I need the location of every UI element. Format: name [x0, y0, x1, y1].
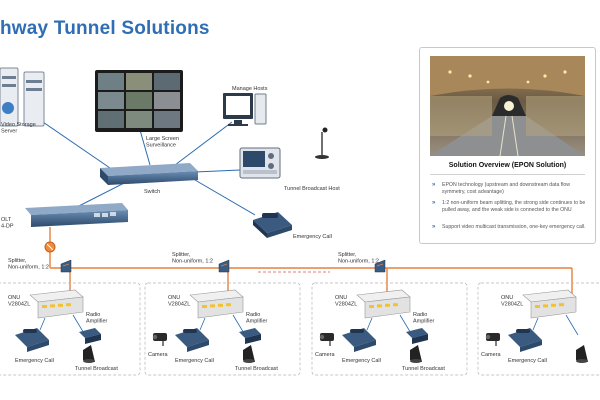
large-screen-monitor-icon [95, 70, 183, 132]
onu-device-icon [522, 289, 577, 319]
video-storage-server-icon [0, 67, 45, 127]
tunnel-broadcast-label: Tunnel Broadcast [75, 366, 118, 372]
phone-icon [15, 328, 49, 352]
splitter-label: Splitter,Non-uniform, 1:2 [172, 252, 213, 264]
onu-device-icon [356, 289, 411, 319]
solution-title: Solution Overview (EPON Solution) [448, 162, 567, 169]
splitter-label: Splitter,Non-uniform, 1:2 [338, 252, 379, 264]
bullet-item: » Support video multicast transmission, … [432, 224, 586, 230]
chevron-right-icon: » [432, 224, 436, 230]
switch-icon [100, 163, 198, 185]
amplifier-icon [406, 328, 428, 344]
chevron-right-icon: » [432, 200, 436, 206]
microphone-icon [315, 127, 329, 159]
bullet-item: » 1:2 non-uniform beam splitting, the st… [432, 200, 586, 213]
amplifier-icon [79, 328, 101, 344]
bullet-item: » EPON technology (upstream and downstre… [432, 182, 571, 195]
tunnel-broadcast-label: Tunnel Broadcast [235, 366, 278, 372]
onu-device-icon [189, 289, 244, 319]
splitter-icon [218, 259, 230, 273]
switch-label: Switch [144, 189, 160, 195]
chevron-right-icon: » [432, 182, 436, 188]
onu-device-icon [29, 289, 84, 319]
divider [430, 174, 585, 175]
emergency-call-label: Emergency Call [508, 358, 547, 364]
camera-label: Camera [315, 352, 336, 358]
camera-icon [319, 333, 334, 346]
tunnel-photo [430, 56, 585, 156]
solution-overview-panel: Solution Overview (EPON Solution) » EPON… [419, 47, 596, 244]
splitter-icon [374, 259, 386, 273]
fiber-node-icon [44, 241, 56, 253]
olt-device-icon [25, 203, 128, 227]
speaker-horn-icon [243, 345, 255, 363]
desktop-pc-icon [223, 93, 267, 126]
speaker-horn-icon [576, 345, 588, 363]
phone-icon [508, 328, 542, 352]
camera-label: Camera [148, 352, 169, 358]
camera-icon [152, 333, 167, 346]
upper-links [39, 119, 256, 216]
phone-icon [175, 328, 209, 352]
phone-icon [342, 328, 376, 352]
phone-icon [253, 212, 292, 238]
speaker-horn-icon [83, 345, 95, 363]
speaker-horn-icon [410, 345, 422, 363]
page-title: hway Tunnel Solutions [0, 18, 210, 39]
emergency-call-label: Emergency Call [15, 358, 54, 364]
camera-icon [485, 333, 500, 346]
camera-label: Camera [481, 352, 502, 358]
tunnel-broadcast-label: Tunnel Broadcast [402, 366, 445, 372]
emergency-call-label-top: Emergency Call [293, 234, 332, 240]
broadcast-host-label: Tunnel Broadcast Host [284, 186, 340, 192]
splitter-label: Splitter,Non-uniform, 1:2 [8, 258, 49, 270]
broadcast-host-icon [239, 147, 281, 179]
manage-hosts-label: Manage Hosts [232, 86, 268, 92]
splitter-icon [60, 259, 72, 273]
emergency-call-label: Emergency Call [342, 358, 381, 364]
emergency-call-label: Emergency Call [175, 358, 214, 364]
fiber-links [49, 227, 573, 300]
amplifier-icon [239, 328, 261, 344]
